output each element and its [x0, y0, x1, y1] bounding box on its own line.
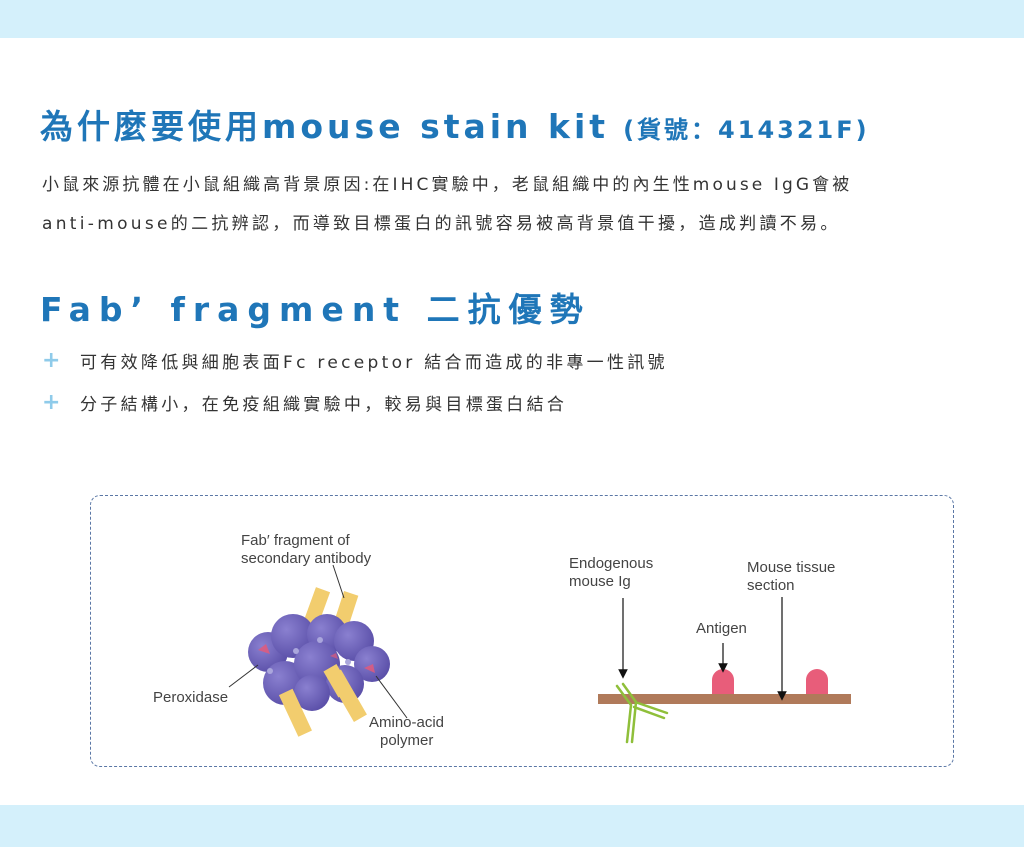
tissue-section-bar — [598, 694, 851, 704]
top-band — [0, 0, 1024, 38]
section-title: Fab’ fragment 二抗優勢 — [40, 290, 591, 329]
page-title: 為什麼要使用mouse stain kit (貨號：414321F) — [40, 100, 870, 148]
fab-fragment-icon — [278, 664, 367, 737]
advantage-item: + 分子結構小，在免疫組織實驗中，較易與目標蛋白結合 — [42, 390, 567, 415]
endogenous-igg-icon — [615, 682, 669, 744]
polymer-illustration — [228, 564, 408, 737]
amino-acid-label: Amino-acid — [369, 714, 444, 731]
amino-acid-polymer-icon — [248, 614, 390, 711]
figure-frame — [90, 495, 954, 767]
antigen-icon — [806, 669, 828, 694]
intro-line-2: anti-mouse的二抗辨認，而導致目標蛋白的訊號容易被高背景值干擾，造成判讀… — [42, 214, 841, 234]
endogenous-label: mouse Ig — [569, 573, 631, 590]
advantage-text: 分子結構小，在免疫組織實驗中，較易與目標蛋白結合 — [80, 395, 568, 415]
peroxidase-icon — [258, 644, 375, 673]
product-code: (貨號：414321F) — [623, 116, 870, 144]
amino-acid-label: polymer — [380, 732, 433, 749]
fab-fragment-label: Fab′ fragment of — [241, 532, 351, 549]
intro-line-1: 小鼠來源抗體在小鼠組織高背景原因:在IHC實驗中，老鼠組織中的內生性mouse … — [42, 175, 853, 195]
plus-icon: + — [42, 348, 61, 373]
tissue-label: section — [747, 577, 795, 594]
advantage-text: 可有效降低與細胞表面Fc receptor 結合而造成的非專一性訊號 — [80, 353, 668, 373]
antigen-label: Antigen — [696, 620, 747, 637]
bottom-band — [0, 805, 1024, 847]
fab-fragment-label: secondary antibody — [241, 550, 372, 567]
peroxidase-label: Peroxidase — [153, 689, 228, 706]
advantage-item: + 可有效降低與細胞表面Fc receptor 結合而造成的非專一性訊號 — [42, 348, 668, 373]
antigen-icon — [712, 669, 734, 694]
tissue-diagram — [598, 597, 851, 744]
plus-icon: + — [42, 390, 61, 415]
tissue-label: Mouse tissue — [747, 559, 835, 576]
endogenous-label: Endogenous — [569, 555, 653, 572]
title-main: 為什麼要使用mouse stain kit — [40, 107, 610, 146]
